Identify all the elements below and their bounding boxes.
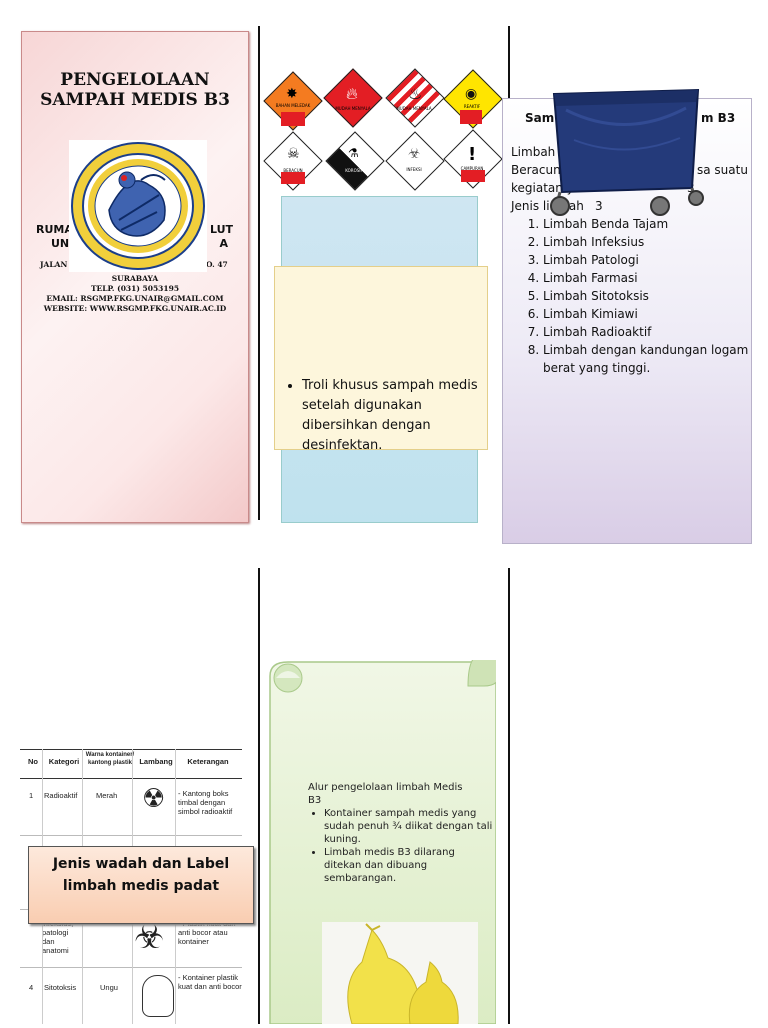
- address-fragment: JALAN: [40, 260, 68, 269]
- contact-website: WEBSITE: WWW.RSGMP.FKG.UNAIR.AC.ID: [43, 304, 227, 313]
- hazard-label: BERACUN: [283, 168, 303, 173]
- process-heading-line1: Alur pengelolaan limbah Medis: [308, 782, 463, 793]
- hazard-label: INFEKSI: [406, 167, 422, 172]
- institution-name-right: LUT A: [210, 223, 233, 251]
- cover-panel: PENGELOLAAN SAMPAH MEDIS B3 RUMA UN LUT …: [21, 31, 249, 523]
- explosive-band: [281, 112, 305, 126]
- definition-line2-left: Beracun/L: [511, 163, 572, 177]
- note-card: [274, 266, 488, 450]
- row-divider: [20, 835, 242, 836]
- table-header-cell: Lambang: [139, 757, 173, 766]
- contact-phone: TELP. (031) 5053195: [90, 284, 180, 293]
- panel-title-left: Sam: [525, 111, 555, 125]
- panel-title-right: m B3: [701, 111, 736, 125]
- divider-bottom-left: [258, 568, 260, 1024]
- definition-line1: Limbah B: [511, 145, 568, 159]
- hazard-label: MUDAH MENYALA: [396, 106, 432, 111]
- institution-left-1: RUMA: [36, 223, 73, 236]
- biohazard-glyph-icon: ☣: [408, 146, 421, 162]
- hazard-label: BAHAN MELEDAK: [275, 103, 311, 108]
- explosion-glyph-icon: ✸: [286, 86, 298, 102]
- toxic-band: [281, 172, 305, 184]
- institution-right-2: A: [219, 237, 229, 250]
- waste-type-item: Limbah Kimiawi: [543, 305, 749, 323]
- table-header-cell: Kategori: [48, 757, 80, 766]
- institution-name-left: RUMA UN: [36, 223, 73, 251]
- address-number: O. 47: [206, 260, 228, 269]
- table-cell: - Kantong boks timbal dengan simbol radi…: [178, 789, 233, 816]
- flame-solid-glyph-icon: ♨: [408, 84, 423, 103]
- waste-type-item: Limbah Benda Tajam: [543, 215, 749, 233]
- biohazard-icon: ☣: [134, 918, 165, 956]
- yellow-waste-bag-icon: [322, 922, 478, 1025]
- cover-title-line2: SAMPAH MEDIS B3: [40, 90, 230, 110]
- divider-top-left: [258, 26, 260, 520]
- flame-glyph-icon: 🔥︎: [346, 84, 358, 103]
- waste-trolley-image: [546, 80, 706, 220]
- corrosion-glyph-icon: ⚗: [348, 146, 359, 160]
- exclamation-glyph-icon: !: [468, 144, 477, 165]
- callout-line1: Jenis wadah dan Label: [52, 856, 230, 872]
- hazard-label: REAKTIF: [463, 104, 481, 109]
- divider-bottom-right: [508, 568, 510, 1024]
- cytotoxic-icon: [142, 975, 174, 1017]
- waste-type-item: Limbah Sitotoksis: [543, 287, 749, 305]
- process-item: Limbah medis B3 dilarang ditekan dan dib…: [324, 846, 494, 885]
- radioactive-icon: ☢: [142, 783, 166, 813]
- mixed-band: [461, 170, 485, 182]
- waste-type-item: Limbah Patologi: [543, 251, 749, 269]
- hazard-label: CAMPURAN: [460, 166, 484, 171]
- table-cell: infeksius, patologi dan anatomi: [42, 919, 73, 955]
- process-heading-line2: B3: [308, 795, 322, 806]
- contact-block: JALAN O. 47 SURABAYA TELP. (031) 5053195…: [22, 260, 248, 314]
- hazard-label: KOROSIF: [345, 168, 363, 173]
- table-header-cell: No: [28, 757, 38, 766]
- table-cell: Merah: [96, 791, 118, 800]
- table-header-cell: Warna kontainer/ kantong plastik: [85, 752, 135, 766]
- table-cell: Radioaktif: [44, 791, 78, 800]
- table-cell: 4: [29, 983, 34, 992]
- container-label-callout: Jenis wadah dan Label limbah medis padat: [28, 846, 254, 924]
- university-logo: [69, 140, 207, 272]
- institution-right-1: LUT: [210, 223, 234, 236]
- trolley-bullet: Troli khusus sampah medis setelah diguna…: [302, 376, 478, 456]
- table-cell: - Kontainer plastik kuat dan anti bocor: [178, 973, 242, 991]
- table-header: [20, 749, 242, 779]
- waste-type-item: Limbah Farmasi: [543, 269, 749, 287]
- table-header-cell: Keterangan: [187, 757, 229, 766]
- cover-title: PENGELOLAAN SAMPAH MEDIS B3: [22, 70, 248, 110]
- waste-type-item: Limbah Radioaktif: [543, 323, 749, 341]
- process-list: Kontainer sampah medis yang sudah penuh …: [308, 807, 494, 885]
- yellow-bag-image: [322, 922, 478, 1025]
- cover-title-line1: PENGELOLAAN: [60, 70, 210, 90]
- waste-types-list: Limbah Benda Tajam Limbah Infeksius Limb…: [511, 215, 749, 377]
- definition-line2-right: sa suatu: [697, 163, 748, 177]
- address-city: SURABAYA: [111, 274, 159, 283]
- waste-type-item: Limbah dengan kandungan logam berat yang…: [543, 341, 749, 377]
- table-cell: 1: [29, 791, 34, 800]
- row-divider: [20, 967, 242, 968]
- hazard-label: MUDAH MENYALA: [335, 106, 371, 111]
- table-cell: Sitotoksis: [44, 983, 77, 992]
- university-emblem-icon: [71, 142, 205, 270]
- corrosive-icon: [325, 131, 385, 191]
- waste-type-item: Limbah Infeksius: [543, 233, 749, 251]
- skull-glyph-icon: ☠: [287, 146, 300, 162]
- table-cell: Ungu: [100, 983, 118, 992]
- oxidizer-glyph-icon: ◉: [465, 86, 478, 102]
- types-heading-right: 3: [595, 199, 603, 213]
- trolley-note: Troli khusus sampah medis setelah diguna…: [288, 376, 478, 456]
- divider-top-right: [508, 26, 510, 98]
- trolley-icon: [550, 88, 704, 216]
- process-item: Kontainer sampah medis yang sudah penuh …: [324, 807, 494, 846]
- institution-left-2: UN: [51, 237, 70, 250]
- process-text: Alur pengelolaan limbah Medis B3 Kontain…: [308, 781, 494, 885]
- oxidizer-band: [460, 110, 482, 124]
- callout-line2: limbah medis padat: [62, 878, 220, 894]
- contact-email: EMAIL: RSGMP.FKG.UNAIR@GMAIL.COM: [46, 294, 224, 303]
